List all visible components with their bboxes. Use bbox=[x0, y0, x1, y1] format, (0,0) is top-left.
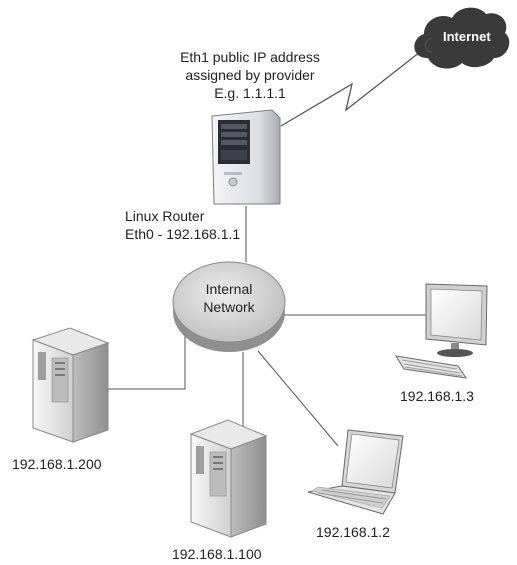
public-ip-line-1: Eth1 public IP address bbox=[180, 49, 320, 65]
wan-lightning-link bbox=[280, 51, 421, 127]
internet-cloud-icon bbox=[414, 7, 510, 69]
public-ip-line-2: assigned by provider bbox=[185, 67, 315, 83]
router-name: Linux Router bbox=[125, 208, 205, 224]
internal-network-disc-icon bbox=[172, 261, 286, 352]
link-network-laptop bbox=[257, 350, 339, 447]
server-icon-200 bbox=[31, 327, 110, 443]
keyboard-icon bbox=[395, 355, 468, 379]
host-ip-label-3: 192.168.1.3 bbox=[400, 388, 474, 404]
public-ip-line-3: E.g. 1.1.1.1 bbox=[214, 85, 286, 101]
laptop-icon bbox=[307, 429, 404, 515]
link-network-server-200 bbox=[108, 334, 186, 390]
internal-network-line-2: Network bbox=[203, 299, 255, 315]
desktop-monitor-icon bbox=[425, 283, 488, 357]
router-label: Linux Router Eth0 - 192.168.1.1 bbox=[125, 207, 240, 243]
internal-network-line-1: Internal bbox=[205, 281, 253, 297]
router-eth0: Eth0 - 192.168.1.1 bbox=[125, 226, 241, 242]
host-ip-label-200: 192.168.1.200 bbox=[12, 456, 102, 472]
host-ip-label-100: 192.168.1.100 bbox=[172, 546, 262, 562]
router-tower-icon bbox=[211, 109, 281, 205]
host-ip-label-2: 192.168.1.2 bbox=[316, 524, 390, 540]
connection-lines bbox=[108, 206, 428, 447]
server-icon-100 bbox=[189, 419, 268, 538]
internal-network-label: Internal Network bbox=[184, 280, 274, 316]
public-ip-label: Eth1 public IP address assigned by provi… bbox=[165, 48, 335, 102]
internet-label: Internet bbox=[443, 29, 491, 44]
